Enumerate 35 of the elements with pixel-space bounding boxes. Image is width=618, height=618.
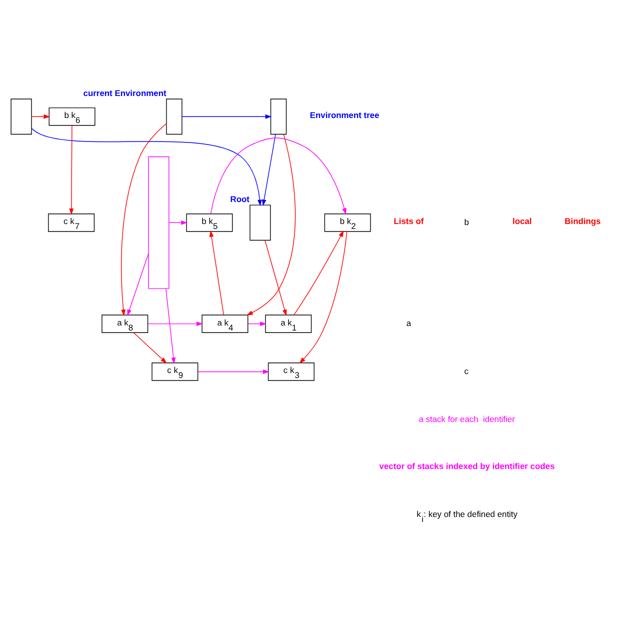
node-box (148, 156, 170, 289)
label: Lists of (394, 216, 424, 226)
arrow (262, 134, 276, 206)
arrow (264, 240, 287, 316)
arrow (127, 253, 149, 316)
node-label: Root (230, 194, 250, 204)
arrow (210, 138, 346, 215)
node-box (166, 98, 182, 135)
node-box (270, 98, 287, 135)
arrow (209, 230, 224, 316)
arrow (133, 332, 167, 364)
arrow (168, 220, 188, 225)
arrow (248, 322, 266, 326)
arrow (121, 123, 167, 316)
label: a (406, 318, 412, 328)
arrow (148, 322, 203, 326)
arrow (166, 288, 176, 364)
arrow (299, 231, 348, 364)
arrow (31, 114, 50, 119)
arrow (294, 230, 344, 316)
arrow (246, 134, 296, 316)
node-box (250, 204, 271, 241)
node-box (10, 98, 32, 135)
label: local (512, 216, 532, 226)
arrow (182, 114, 272, 119)
arrow (69, 125, 74, 215)
node-label: current Environment (83, 88, 166, 98)
arrow (31, 128, 262, 206)
label: c (464, 366, 468, 376)
label: b (464, 216, 469, 227)
label: a stack for each identifier (418, 414, 515, 424)
arrow (198, 370, 270, 374)
label: Bindings (564, 216, 601, 226)
label: Environment tree (310, 110, 380, 120)
label: vector of stacks indexed by identifier codes (379, 461, 555, 472)
